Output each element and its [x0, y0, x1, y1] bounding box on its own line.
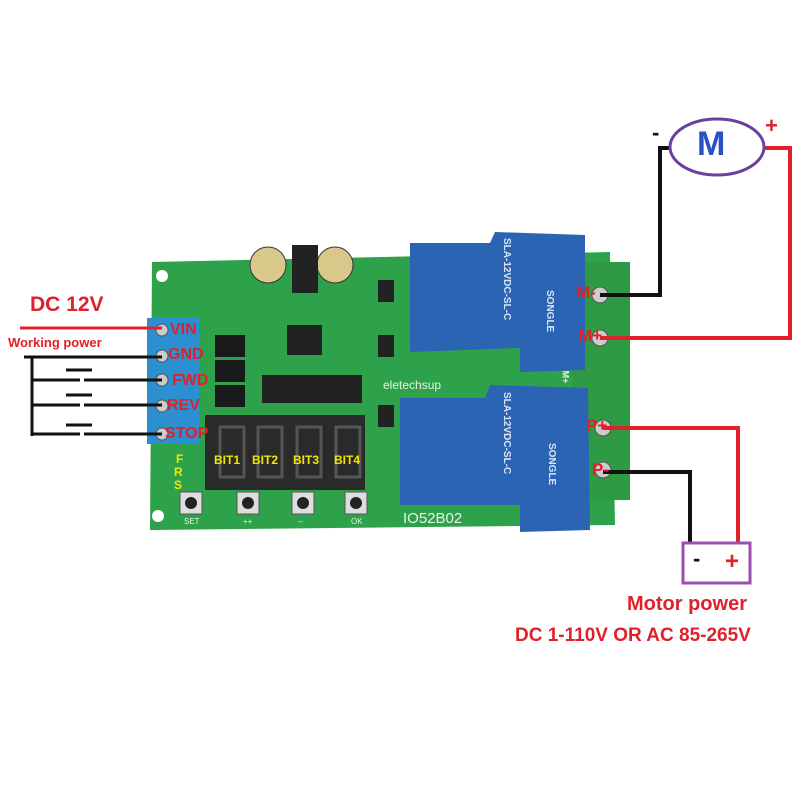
terminal-label-gnd: GND: [168, 346, 204, 363]
motor-minus: -: [652, 120, 660, 145]
power-input-subtitle: Working power: [8, 335, 102, 350]
regulator: [292, 245, 318, 293]
terminal-label-fwd: FWD: [172, 372, 209, 389]
motor-power-spec: DC 1-110V OR AC 85-265V: [515, 625, 751, 646]
relay-brand-label: SONGLE: [544, 290, 555, 333]
led-label-f: F: [176, 452, 184, 466]
mounting-hole: [152, 510, 164, 522]
supply-minus: -: [693, 546, 701, 571]
output-label-p-minus: P-: [592, 460, 609, 479]
motor-plus: +: [765, 113, 778, 138]
output-label-m-plus: M+: [578, 326, 603, 345]
input-switch-wiring: [24, 355, 162, 436]
led-label-r: R: [174, 465, 183, 479]
supply-plus: +: [725, 548, 740, 575]
model-silkscreen: IO52B02: [403, 510, 463, 527]
ic-chip: [262, 375, 362, 403]
supply-negative-wire: [603, 470, 692, 548]
capacitor: [316, 246, 354, 284]
digit-label: BIT4: [334, 453, 361, 467]
optocoupler: [215, 335, 245, 357]
push-button-caps: [185, 497, 362, 509]
transistor: [378, 280, 394, 302]
relay-brand-label: SONGLE: [546, 443, 557, 486]
digit-label: BIT2: [252, 453, 279, 467]
motor-power-title: Motor power: [627, 593, 747, 615]
display-digits: [218, 425, 362, 479]
transistor: [378, 405, 394, 427]
mounting-hole: [156, 270, 168, 282]
motor-symbol: [668, 117, 766, 177]
optocoupler: [215, 385, 245, 407]
power-input-title: DC 12V: [30, 293, 104, 316]
terminal-label-stop: STOP: [165, 425, 209, 442]
motor-power-source: [681, 541, 752, 585]
ic-chip: [287, 325, 322, 355]
supply-positive-wire: [603, 426, 740, 548]
motor-negative-wire: [600, 146, 670, 297]
relay-model-label: SLA-12VDC-SL-C: [501, 238, 512, 321]
plus-button-label: ++: [243, 517, 253, 526]
digit-label: BIT3: [293, 453, 320, 467]
output-label-p-plus: P+: [586, 416, 608, 435]
capacitor: [249, 246, 287, 284]
relay-top: [410, 232, 585, 372]
motor-letter: M: [697, 125, 726, 163]
relay-model-label: SLA-12VDC-SL-C: [501, 392, 512, 475]
terminal-label-rev: REV: [167, 397, 200, 414]
optocoupler: [215, 360, 245, 382]
digit-label: BIT1: [214, 453, 241, 467]
set-button-label: SET: [184, 517, 200, 526]
relay-bottom: [400, 385, 590, 532]
terminal-label-vin: VIN: [170, 321, 197, 338]
silk-mark: M+: [560, 370, 571, 384]
output-label-m-minus: M-: [576, 283, 596, 302]
brand-silkscreen: eletechsup: [383, 378, 442, 392]
led-label-s: S: [174, 478, 183, 492]
motor-positive-wire: [600, 146, 792, 340]
transistor: [378, 335, 394, 357]
minus-button-label: --: [298, 517, 304, 526]
ok-button-label: OK: [351, 517, 363, 526]
